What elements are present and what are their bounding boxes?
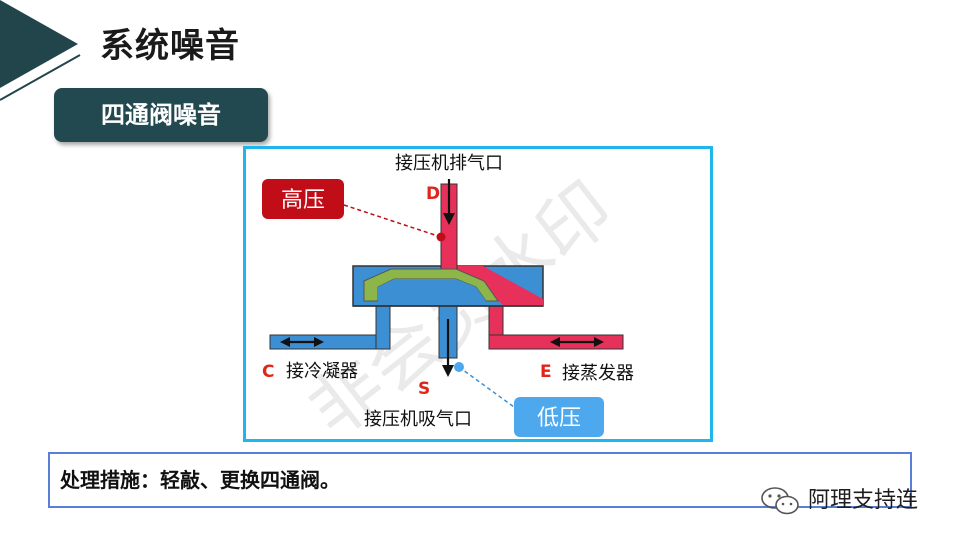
low-pressure-dot [454, 362, 464, 372]
condenser-port-label: 接冷凝器 [286, 361, 358, 382]
suction-arrow [442, 319, 454, 377]
high-pressure-dot [436, 232, 446, 242]
treatment-measures-box: 处理措施：轻敲、更换四通阀。 [48, 452, 912, 508]
section-badge: 四通阀噪音 [54, 88, 268, 142]
low-pressure-tag [514, 397, 604, 437]
letter-d: D [426, 184, 440, 204]
condenser-vertical-pipe [375, 305, 391, 350]
evaporator-bidirectional-arrow [550, 337, 604, 347]
low-pressure-tag-label: 低压 [537, 406, 581, 431]
letter-c: C [262, 362, 274, 382]
four-way-valve-diagram: 非会员水印 [243, 146, 713, 442]
high-pressure-zone [456, 266, 543, 306]
treatment-measures-text: 处理措施：轻敲、更换四通阀。 [60, 468, 340, 492]
evaporator-port-label: 接蒸发器 [562, 363, 634, 384]
section-badge-label: 四通阀噪音 [101, 101, 221, 129]
high-pressure-tag [262, 179, 344, 219]
page-title: 系统噪音 [100, 26, 240, 66]
letter-s: S [418, 379, 430, 399]
valve-diagram-svg: 非会员水印 [262, 153, 634, 439]
discharge-port-label: 接压机排气口 [395, 153, 503, 174]
condenser-bidirectional-arrow [280, 337, 324, 347]
discharge-arrow [443, 179, 455, 225]
slider-cavity [378, 279, 486, 301]
brand-name: 阿理支持连 [808, 488, 919, 513]
high-pressure-leader [343, 204, 442, 238]
corner-arrow-decoration [0, 0, 81, 101]
wechat-icon [761, 487, 799, 515]
suction-port-label: 接压机吸气口 [364, 409, 472, 430]
letter-e: E [540, 362, 552, 382]
low-pressure-leader [458, 366, 515, 408]
high-pressure-tag-label: 高压 [281, 188, 325, 213]
